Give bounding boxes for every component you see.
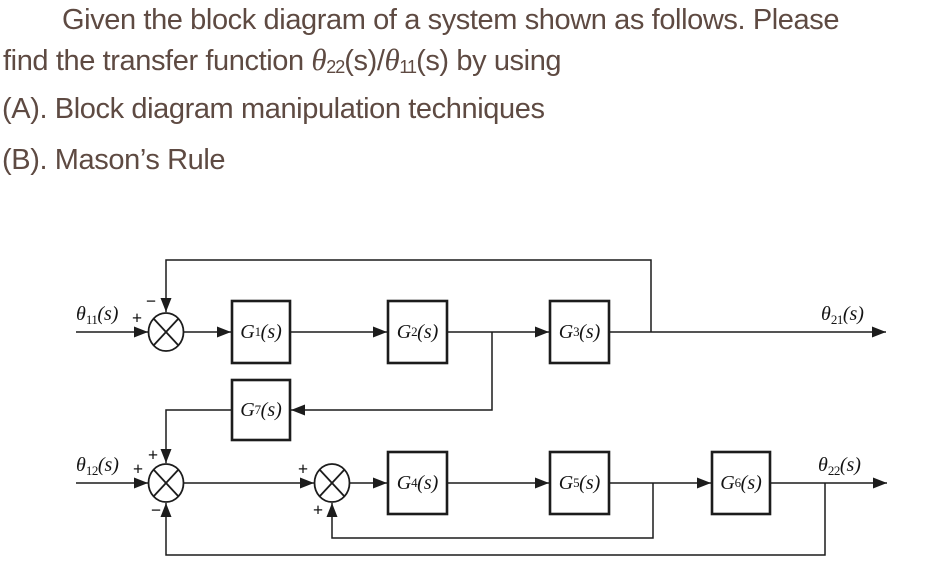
theta21-sub: 21 [830, 312, 844, 327]
theta22-symbol: θ [311, 42, 327, 77]
theta12-arg-label: (s) [97, 454, 119, 476]
block-g4-box [386, 450, 449, 516]
sign-junction2-input-plus: + [132, 459, 144, 479]
feedback-outer-bottom-loop [160, 483, 826, 556]
g5-arg: (s) [579, 471, 601, 494]
label-theta11: θ11(s) [76, 303, 118, 328]
g7-base: G [240, 398, 255, 421]
label-theta22: θ22(s) [818, 454, 861, 479]
g3-sub: 3 [573, 324, 580, 339]
line-g7-to-junction2 [160, 409, 232, 463]
g6-base: G [720, 471, 735, 494]
sign-junction2-top-plus: + [147, 445, 159, 465]
g1-arg: (s) [260, 320, 282, 343]
sign-junction1-top-minus: − [145, 291, 157, 311]
g6-sub: 6 [734, 475, 742, 490]
theta22-arg-label: (s) [839, 454, 861, 476]
block-g1-box [230, 299, 292, 365]
sign-junction1-input-plus: + [131, 308, 143, 328]
g7-sub: 7 [254, 402, 262, 417]
summing-junction-3 [313, 463, 351, 503]
problem-option-a: (A). Block diagram manipulation techniqu… [2, 93, 545, 125]
block-g7-box [230, 378, 292, 442]
block-g2-box [386, 299, 449, 365]
theta22-arg: (s) [344, 45, 377, 77]
sign-junction3-input-plus: + [297, 459, 309, 479]
line2-suffix: by using [448, 45, 562, 77]
theta12-base: θ [76, 454, 86, 476]
feedback-inner-bottom-loop [326, 483, 654, 539]
theta11-base: θ [76, 303, 86, 325]
line-pickoff-to-g7 [291, 332, 493, 416]
g4-arg: (s) [417, 471, 439, 494]
g2-sub: 2 [411, 324, 418, 339]
g4-base: G [396, 471, 412, 494]
block-g3-box [548, 299, 611, 365]
theta21-base: θ [821, 303, 831, 325]
g5-base: G [558, 471, 574, 494]
problem-line-1: Given the block diagram of a system show… [62, 4, 840, 36]
g3-arg: (s) [579, 320, 601, 343]
g5-sub: 5 [573, 475, 580, 490]
line2-prefix: find the transfer function [3, 45, 312, 77]
g2-arg: (s) [417, 320, 439, 343]
block-g6-box [710, 450, 772, 516]
theta11-sub: 11 [85, 312, 98, 327]
theta22-sub: 22 [827, 463, 841, 478]
g4-sub: 4 [411, 475, 418, 490]
g3-base: G [558, 320, 574, 343]
block-g5-box [548, 450, 611, 516]
theta22-base: θ [818, 454, 828, 476]
theta11-symbol: θ [384, 42, 400, 77]
label-theta12: θ12(s) [76, 454, 119, 479]
g7-arg: (s) [260, 398, 282, 421]
feedback-top-loop [160, 259, 652, 332]
theta22-subscript: 22 [326, 57, 345, 77]
g2-base: G [396, 320, 412, 343]
theta11-subscript: 11 [399, 57, 417, 77]
theta21-arg-label: (s) [842, 303, 864, 325]
theta11-arg-label: (s) [97, 303, 119, 325]
label-theta21: θ21(s) [821, 303, 864, 328]
summing-junction-2 [147, 463, 185, 503]
fraction-slash: / [376, 45, 385, 77]
theta12-sub: 12 [85, 463, 99, 478]
problem-option-b: (B). Mason’s Rule [2, 144, 226, 176]
sign-junction2-bottom-minus: − [150, 500, 162, 520]
summing-junction-1 [147, 312, 185, 352]
g6-arg: (s) [740, 471, 762, 494]
g1-base: G [240, 320, 255, 343]
theta11-arg: (s) [416, 45, 449, 77]
sign-junction3-bottom-plus: + [312, 500, 324, 520]
g1-sub: 1 [254, 324, 262, 339]
problem-line-2: find the transfer function θ22(s)/θ11(s)… [3, 42, 562, 85]
